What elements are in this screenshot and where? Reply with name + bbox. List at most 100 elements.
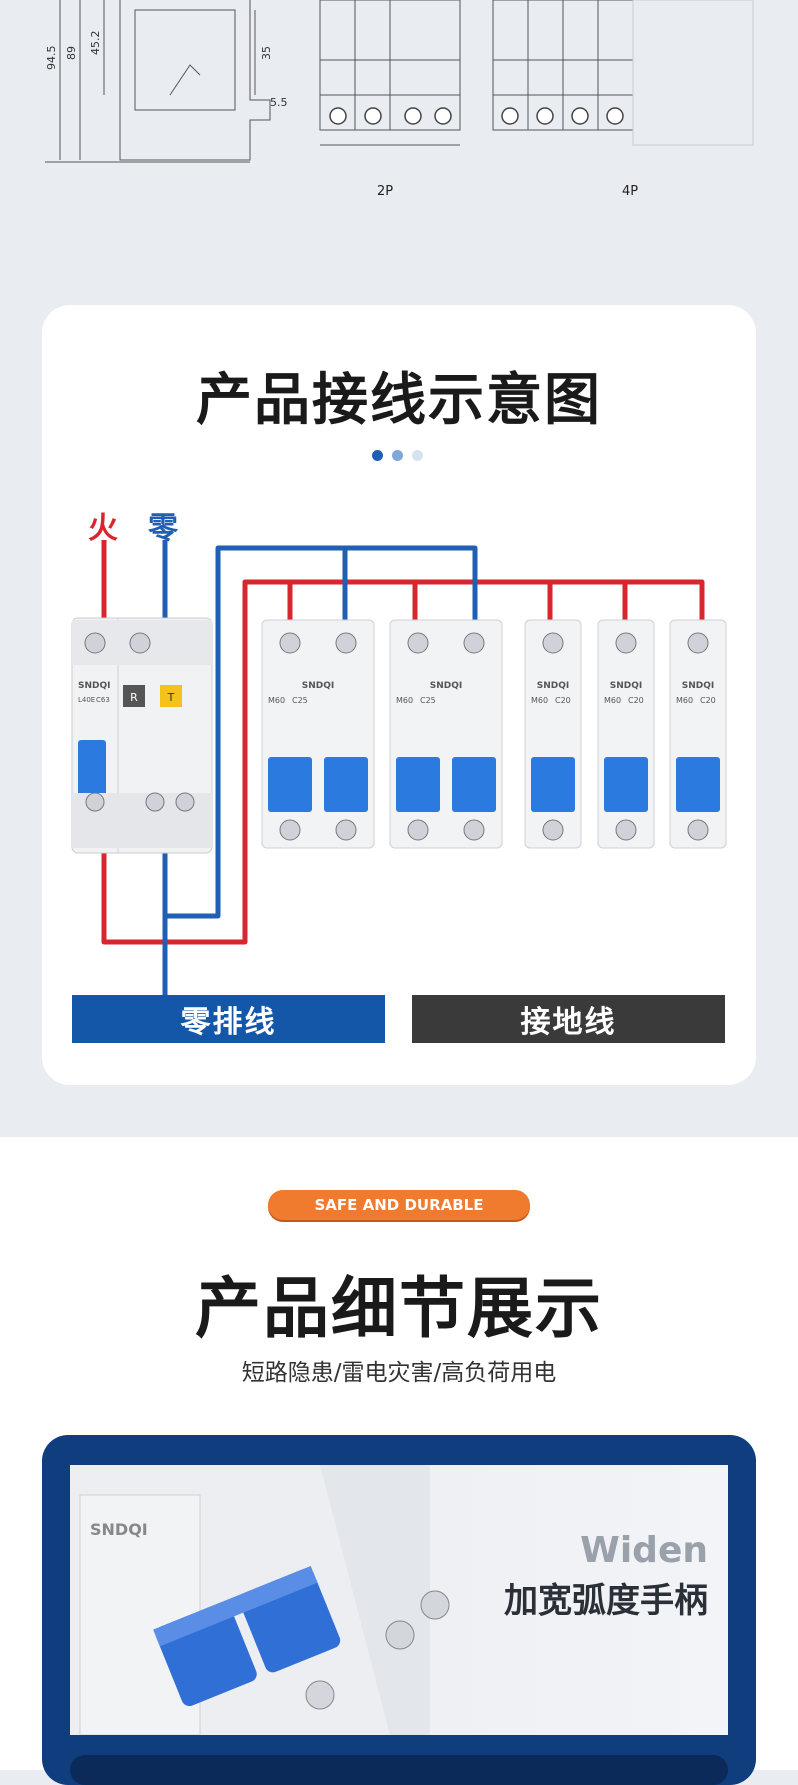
screw-icon <box>463 819 485 841</box>
screw-icon <box>463 632 485 654</box>
screw-icon <box>542 819 564 841</box>
rcbo-brand: SNDQI <box>78 681 110 691</box>
breaker-handle[interactable] <box>604 757 648 812</box>
breaker-brand: SNDQI <box>430 681 462 691</box>
dimension-drawing: 94.5 89 45.2 35 5.5 2P 4P <box>0 0 798 230</box>
breaker-1: SNDQI M60 C25 <box>261 619 375 849</box>
screw-icon <box>84 632 106 654</box>
breaker-5: SNDQI M60 C20 <box>669 619 727 849</box>
screw-icon <box>279 819 301 841</box>
rcbo-model: L40E <box>78 696 95 704</box>
breaker-rating: C20 <box>700 696 716 705</box>
screw-icon <box>687 819 709 841</box>
breaker-model: M60 <box>396 696 413 705</box>
screw-icon <box>536 107 554 125</box>
photo-en-label: Widen <box>580 1530 708 1571</box>
drawing-4p-ghost <box>632 0 754 146</box>
screw-icon <box>145 792 165 812</box>
screw-icon <box>364 107 382 125</box>
breaker-2: SNDQI M60 C25 <box>389 619 503 849</box>
breaker-4: SNDQI M60 C20 <box>597 619 655 849</box>
handle-photo: SNDQI Widen 加宽弧度手柄 <box>70 1465 728 1735</box>
fire-wire-bus <box>101 579 705 945</box>
breaker-brand: SNDQI <box>610 681 642 691</box>
dot-1 <box>372 450 383 461</box>
screw-icon <box>335 632 357 654</box>
drawing-label-2p: 2P <box>377 184 393 199</box>
photo-handle <box>153 1565 341 1707</box>
screw-icon <box>305 1680 335 1710</box>
photo-brand: SNDQI <box>90 1520 148 1539</box>
rcbo-rating: C63 <box>96 696 110 704</box>
breaker-handle[interactable] <box>676 757 720 812</box>
wiring-diagram: R T SNDQI L40E C63 SNDQI M60 C25 SNDQI M60 C2… <box>71 540 727 996</box>
dim-label: 45.2 <box>89 31 102 56</box>
breaker-3: SNDQI M60 C20 <box>524 619 582 849</box>
breaker-handle[interactable] <box>268 757 312 812</box>
handle-photo-svg: SNDQI <box>70 1465 450 1735</box>
details-title: 产品细节展示 <box>195 1270 603 1347</box>
screw-icon <box>85 792 105 812</box>
screw-icon <box>385 1620 415 1650</box>
side-view-outline <box>119 0 271 161</box>
breaker-brand: SNDQI <box>537 681 569 691</box>
breaker-brand: SNDQI <box>302 681 334 691</box>
breaker-handle[interactable] <box>396 757 440 812</box>
dimension-drawing-svg: 94.5 89 45.2 35 5.5 2P 4P <box>45 0 754 199</box>
dim-label: 89 <box>65 46 78 60</box>
breaker-model: M60 <box>531 696 548 705</box>
breaker-model: M60 <box>604 696 621 705</box>
screw-icon <box>129 632 151 654</box>
dot-3 <box>412 450 423 461</box>
reset-button[interactable] <box>123 685 145 707</box>
fire-wire-drops <box>287 582 628 620</box>
breaker-brand: SNDQI <box>682 681 714 691</box>
rcbo-device: R T SNDQI L40E C63 <box>71 617 213 854</box>
breaker-rating: C20 <box>628 696 644 705</box>
screw-icon <box>687 632 709 654</box>
side-view-body <box>134 9 236 111</box>
breaker-rating: C20 <box>555 696 571 705</box>
ground-bar: 接地线 <box>412 995 725 1043</box>
screw-icon <box>404 107 422 125</box>
breaker-handle[interactable] <box>531 757 575 812</box>
breaker-rating: C25 <box>292 696 308 705</box>
drawing-label-4p: 4P <box>622 184 638 199</box>
dim-label: 5.5 <box>270 96 288 109</box>
screw-icon <box>501 107 519 125</box>
dim-label: 35 <box>260 46 273 60</box>
screw-icon <box>434 107 452 125</box>
safe-durable-pill: SAFE AND DURABLE <box>268 1190 530 1220</box>
screw-icon <box>407 632 429 654</box>
note-bar <box>70 1755 728 1785</box>
neutral-wire-bus <box>165 545 478 919</box>
screw-icon <box>407 819 429 841</box>
side-view-latch <box>169 64 201 96</box>
screw-icon <box>420 1590 450 1620</box>
wiring-title: 产品接线示意图 <box>196 368 602 433</box>
rcbo-handle[interactable] <box>78 740 106 805</box>
screw-icon <box>615 632 637 654</box>
screw-icon <box>175 792 195 812</box>
test-label: T <box>167 691 175 704</box>
pagination-dots <box>372 450 432 464</box>
breakers: SNDQI M60 C25 SNDQI M60 C25 SNDQI M60 C20 SNDQI M6… <box>261 619 727 849</box>
screw-icon <box>615 819 637 841</box>
breaker-handle[interactable] <box>324 757 368 812</box>
reset-label: R <box>130 691 138 704</box>
breaker-model: M60 <box>676 696 693 705</box>
neutral-bar: 零排线 <box>72 995 385 1043</box>
details-subtitle: 短路隐患/雷电灾害/高负荷用电 <box>241 1360 557 1386</box>
breaker-rating: C25 <box>420 696 436 705</box>
dot-2 <box>392 450 403 461</box>
test-button[interactable] <box>160 685 182 707</box>
breaker-model: M60 <box>268 696 285 705</box>
screw-icon <box>606 107 624 125</box>
breaker-handle[interactable] <box>452 757 496 812</box>
screw-icon <box>329 107 347 125</box>
dim-label: 94.5 <box>45 46 58 71</box>
screw-icon <box>542 632 564 654</box>
screw-icon <box>279 632 301 654</box>
photo-cn-label: 加宽弧度手柄 <box>504 1581 708 1621</box>
screw-icon <box>335 819 357 841</box>
